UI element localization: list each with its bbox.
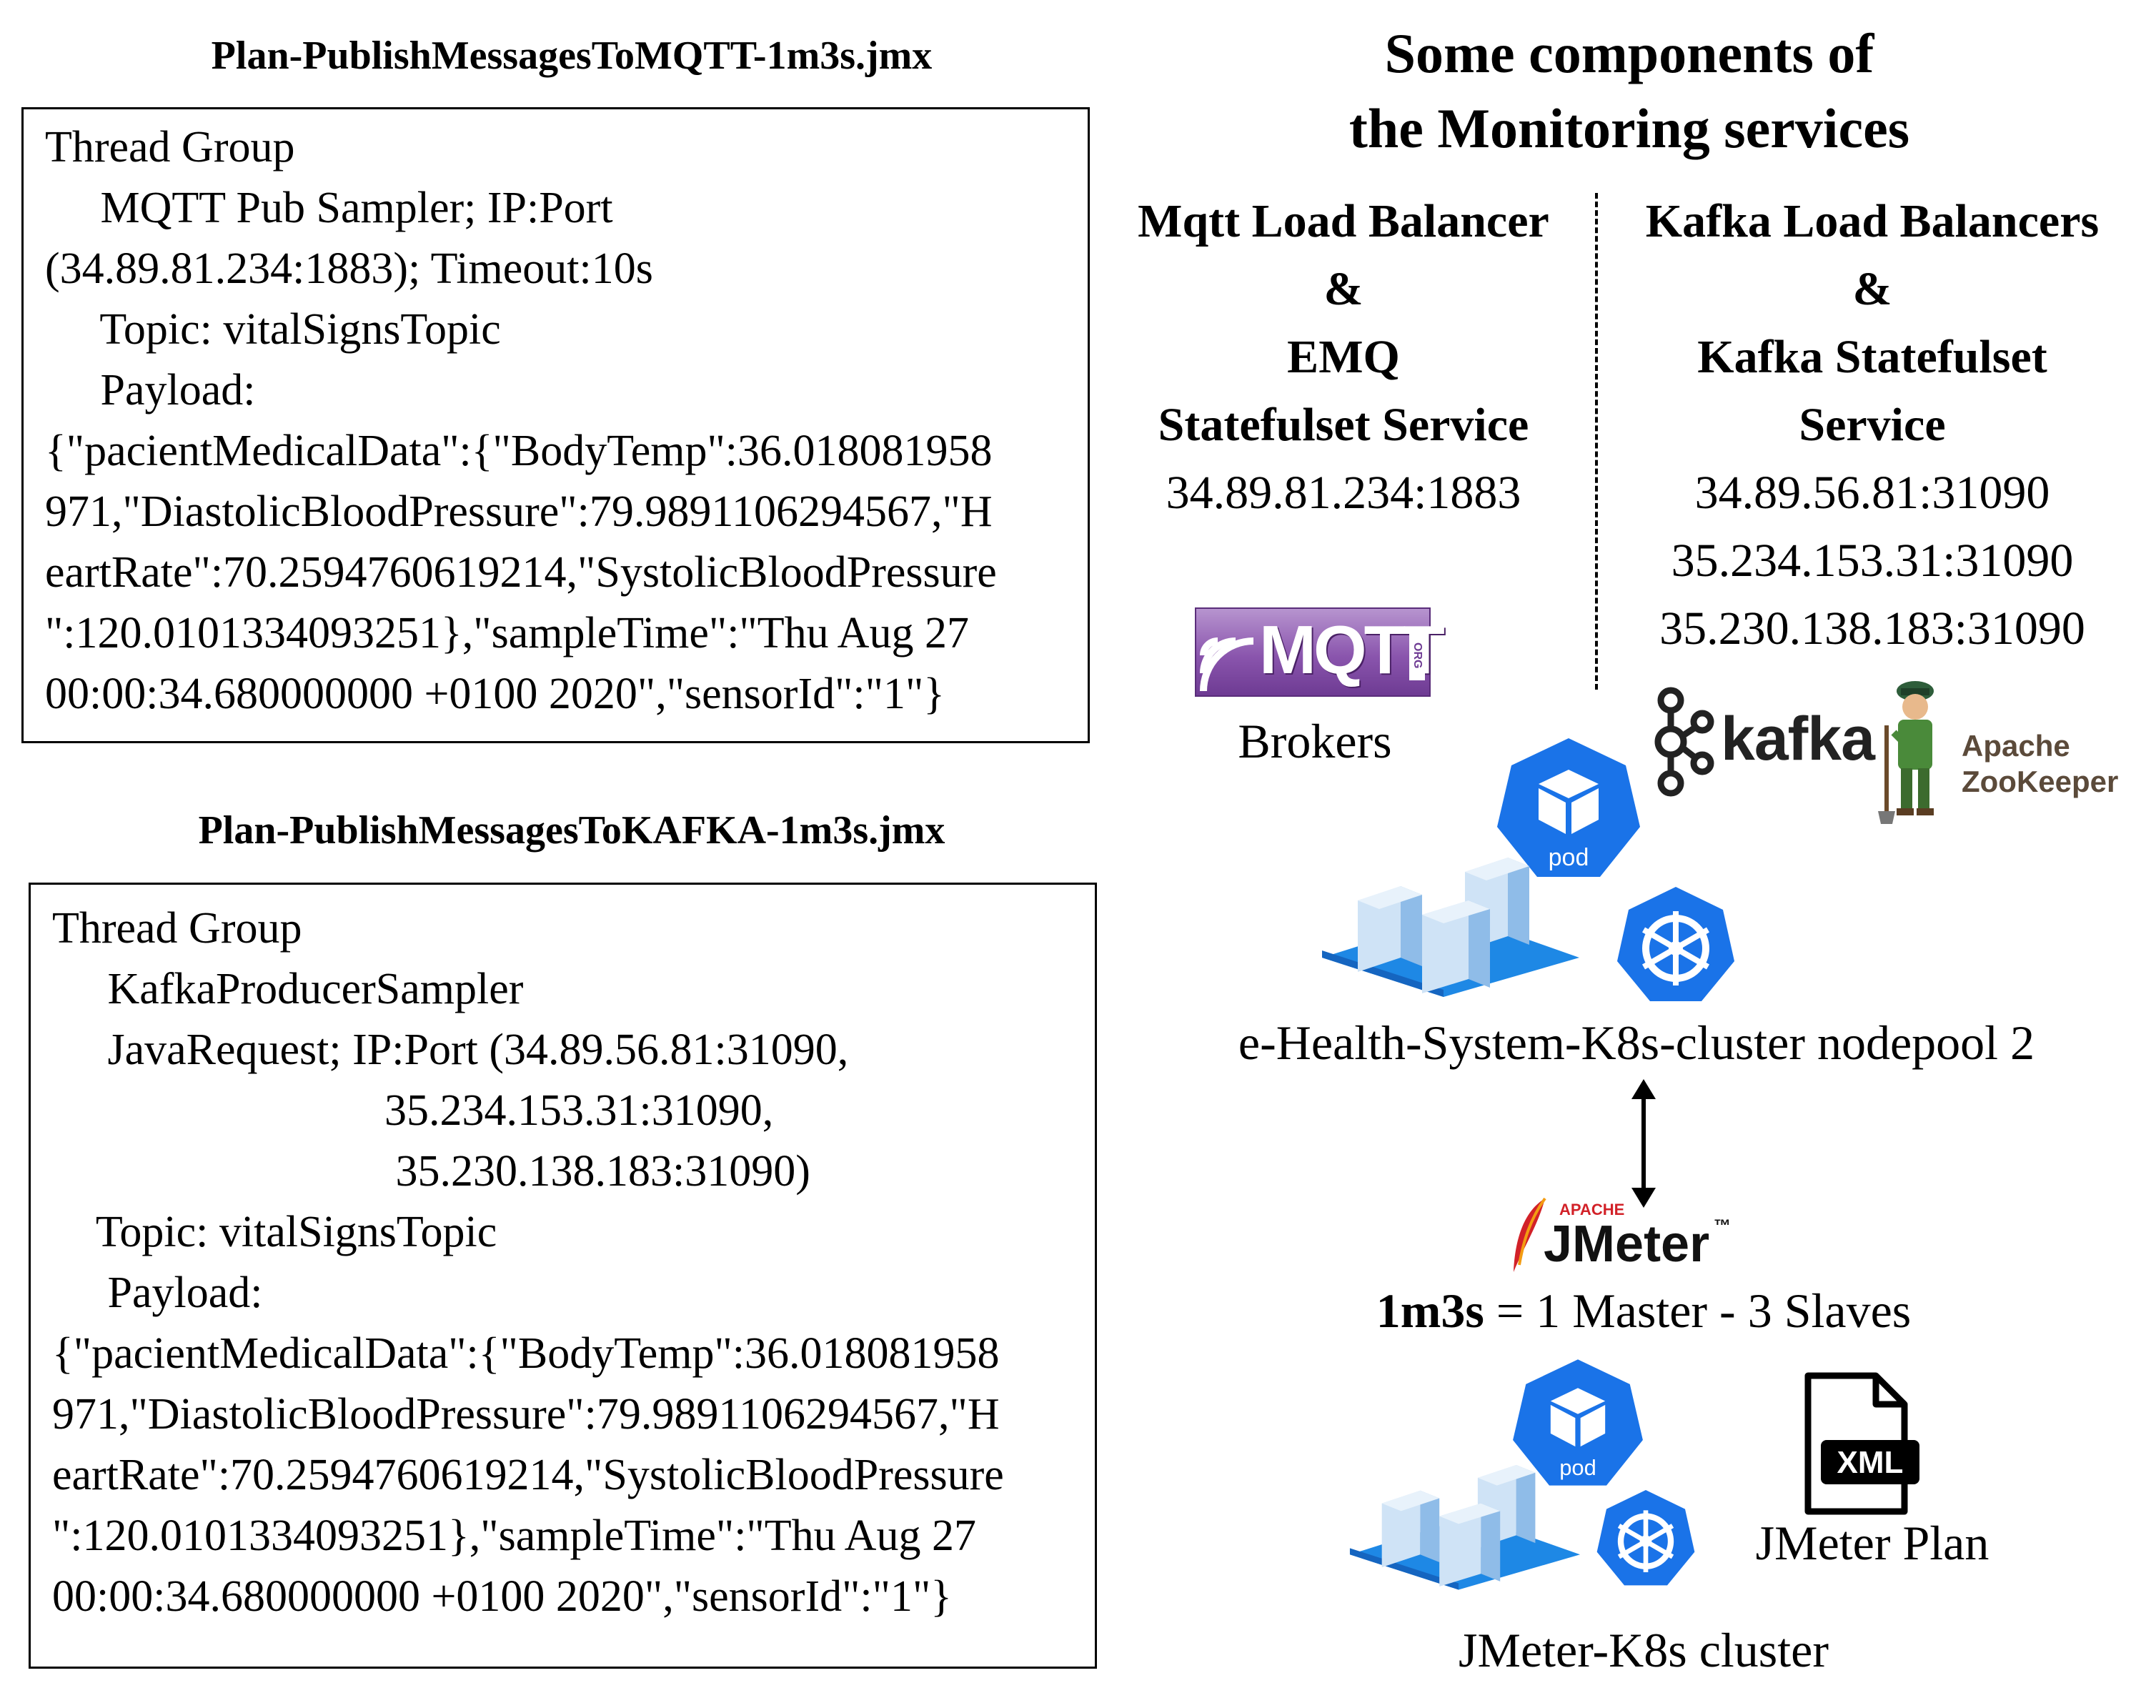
mqtt-logo: MQTT ORG [1195,607,1445,697]
kafka-plan-line: JavaRequest; IP:Port (34.89.56.81:31090, [52,1026,849,1074]
jmeter-plan-label: JMeter Plan [1755,1516,1989,1570]
kafka-service-label: Service [1799,399,1946,451]
kafka-icon [1654,687,1714,797]
kafka-plan-line: 971,"DiastolicBloodPressure":79.98911062… [52,1390,1000,1439]
kafka-plan-line: Thread Group [52,904,302,953]
kafka-logo-text: kafka [1721,705,1875,773]
servers-icon-jmeter [1349,1465,1581,1590]
xml-label: XML [1837,1445,1904,1480]
jmeter-cluster-label: JMeter-K8s cluster [1459,1623,1829,1677]
kafka-plan-line: 35.230.138.183:31090) [52,1147,810,1196]
mqtt-lb-label: Mqtt Load Balancer [1138,195,1549,247]
kafka-address-1: 34.89.56.81:31090 [1694,467,2050,519]
mqtt-plan-line: 00:00:34.680000000 +0100 2020","sensorId… [45,670,945,718]
kafka-plan-line: {"pacientMedicalData":{"BodyTemp":36.018… [52,1329,1000,1378]
mqtt-plan-line: Thread Group [45,123,295,172]
kafka-ampersand: & [1852,263,1892,315]
kafka-plan-line: ":120.0101334093251},"sampleTime":"Thu A… [52,1511,976,1560]
zookeeper-icon [1878,681,1934,824]
config-bold: 1m3s [1376,1284,1484,1338]
kafka-plan-line: KafkaProducerSampler [52,965,524,1013]
kafka-plan-line: Topic: vitalSignsTopic [52,1208,497,1256]
kafka-lb-label: Kafka Load Balancers [1645,195,2100,247]
kafka-plan-line: Payload: [52,1268,263,1317]
brokers-label: Brokers [1238,714,1392,768]
pod-icon: pod [1497,738,1640,877]
mqtt-plan-line: ":120.0101334093251},"sampleTime":"Thu A… [45,609,969,657]
kafka-address-2: 35.234.153.31:31090 [1671,535,2074,587]
mqtt-ampersand: & [1323,263,1363,315]
kafka-statefulset-label: Kafka Statefulset [1697,331,2047,383]
kubernetes-icon-jmeter [1596,1490,1695,1586]
mqtt-plan-line: {"pacientMedicalData":{"BodyTemp":36.018… [45,427,993,475]
zookeeper-name-text: ZooKeeper [1962,765,2119,798]
mqtt-plan-line: Payload: [45,366,256,414]
cluster-config-label: 1m3s = 1 Master - 3 Slaves [1215,1283,2072,1339]
kafka-plan-title: Plan-PublishMessagesToKAFKA-1m3s.jmx [198,808,945,853]
kubernetes-icon [1617,887,1734,1001]
pod-icon-jmeter: pod [1513,1359,1643,1486]
kafka-plan-line: 35.234.153.31:31090, [52,1086,774,1135]
mqtt-logo-org: ORG [1409,630,1425,680]
zookeeper-apache-text: Apache [1962,729,2070,763]
kafka-address-3: 35.230.138.183:31090 [1659,602,2085,655]
monitoring-title-line2: the Monitoring services [1348,97,1910,159]
kafka-plan-line: 00:00:34.680000000 +0100 2020","sensorId… [52,1572,953,1621]
jmeter-brand-text: JMeter [1544,1216,1710,1273]
emq-statefulset-label: Statefulset Service [1158,399,1529,451]
bidirectional-arrow-icon [1631,1079,1656,1208]
mqtt-address: 34.89.81.234:1883 [1166,467,1521,519]
servers-icon [1322,858,1579,997]
mqtt-signal-icon [1200,637,1254,692]
mqtt-plan-box: Thread Group MQTT Pub Sampler; IP:Port (… [21,107,1090,743]
mqtt-plan-line: MQTT Pub Sampler; IP:Port [45,184,613,232]
kafka-plan-line: eartRate":70.2594760619214,"SystolicBloo… [52,1451,1004,1499]
pod-label: pod [1559,1455,1596,1480]
xml-file-icon: XML [1804,1372,1919,1515]
jmeter-tm-text: ™ [1714,1216,1731,1236]
config-rest: = 1 Master - 3 Slaves [1484,1284,1912,1338]
mqtt-plan-line: (34.89.81.234:1883); Timeout:10s [45,244,653,293]
mqtt-plan-title: Plan-PublishMessagesToMQTT-1m3s.jmx [211,34,933,78]
emq-label: EMQ [1287,331,1400,383]
monitoring-title-line1: Some components of [1384,22,1874,84]
pod-label: pod [1549,844,1589,871]
mqtt-plan-line: Topic: vitalSignsTopic [45,305,501,354]
kafka-plan-box: Thread Group KafkaProducerSampler JavaRe… [29,883,1097,1669]
mqtt-plan-line: eartRate":70.2594760619214,"SystolicBloo… [45,548,997,597]
column-separator [1595,193,1598,690]
mqtt-plan-line: 971,"DiastolicBloodPressure":79.98911062… [45,487,993,536]
nodepool-label: e-Health-System-K8s-cluster nodepool 2 [1238,1016,2035,1070]
jmeter-apache-text: APACHE [1559,1201,1625,1218]
jmeter-feather-icon [1514,1197,1546,1272]
